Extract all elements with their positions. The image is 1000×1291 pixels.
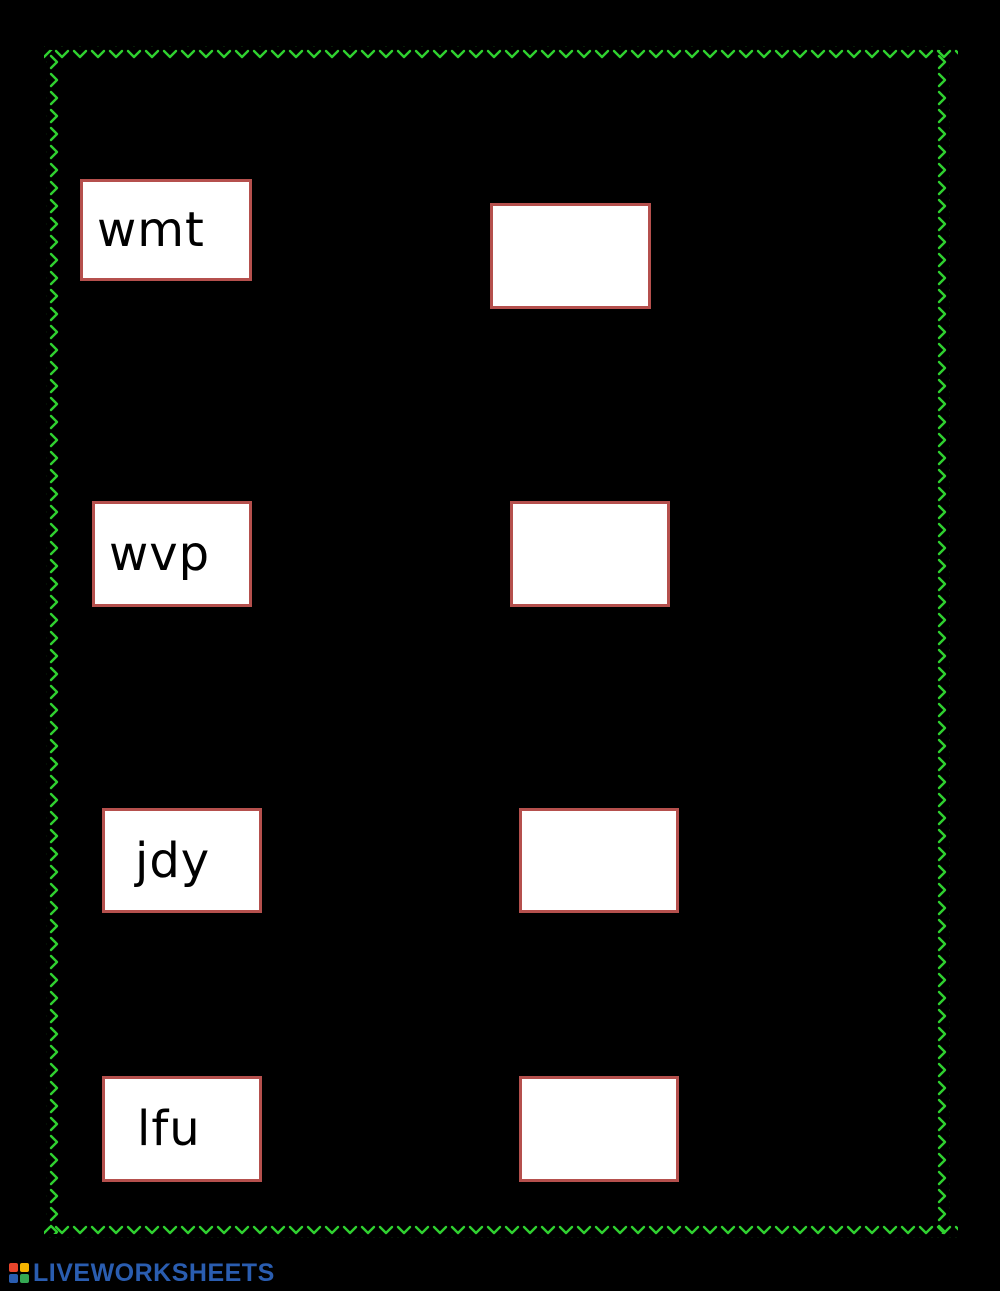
scrambled-word-card-3: jdy xyxy=(102,808,262,913)
scrambled-word-2: wvp xyxy=(109,526,211,582)
scrambled-word-1: wmt xyxy=(97,202,205,258)
scrambled-word-4: lfu xyxy=(137,1101,201,1157)
liveworksheets-brand[interactable]: LIVEWORKSHEETS xyxy=(8,1258,275,1288)
liveworksheets-logo-icon xyxy=(9,1263,29,1283)
scrambled-word-card-4: lfu xyxy=(102,1076,262,1182)
scrambled-word-card-2: wvp xyxy=(92,501,252,607)
brand-text: LIVEWORKSHEETS xyxy=(33,1258,275,1287)
answer-input-4[interactable] xyxy=(519,1076,679,1182)
answer-input-3[interactable] xyxy=(519,808,679,913)
scrambled-word-3: jdy xyxy=(135,832,211,889)
scrambled-word-card-1: wmt xyxy=(80,179,252,281)
answer-input-2[interactable] xyxy=(510,501,670,607)
answer-input-1[interactable] xyxy=(490,203,651,309)
